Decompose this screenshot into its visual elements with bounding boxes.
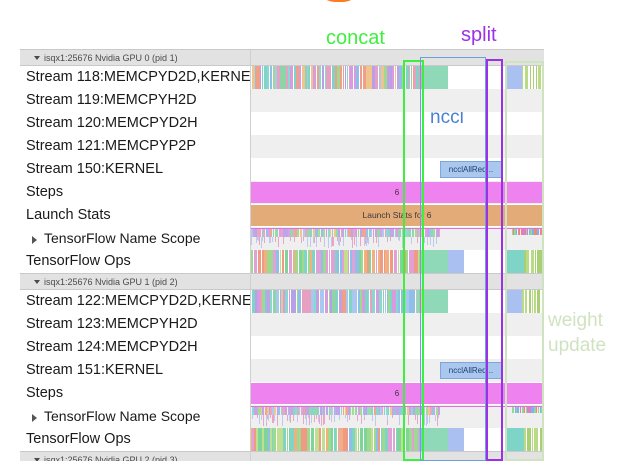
trace-row-track[interactable] [250,313,544,336]
collapse-triangle-icon[interactable] [34,458,40,461]
trace-row-label-text: Stream 122:MEMCPYD2D,KERNEL,MI [26,293,250,309]
trace-row-label: Stream 118:MEMCPYD2D,KERNEL,ME [20,66,250,89]
launch-stats-bar[interactable]: Launch Stats for 6 [250,205,544,226]
annotation-label-concat: concat [326,27,385,49]
collapse-triangle-icon[interactable] [34,56,40,60]
trace-row-label[interactable]: TensorFlow Name Scope [20,227,250,250]
trace-row-label: Stream 121:MEMCPYP2P [20,135,250,158]
expand-triangle-icon[interactable] [32,236,37,244]
trace-row-track[interactable]: Launch Stats for 6 [250,204,544,227]
trace-row-label: Stream 120:MEMCPYD2H [20,112,250,135]
trace-row-track[interactable]: 6 [250,181,544,204]
trace-row-label-text: Stream 120:MEMCPYD2H [26,115,198,131]
expand-triangle-icon[interactable] [32,414,37,422]
steps-bar[interactable]: 6 [250,383,544,404]
section-header-gpu2[interactable]: isqx1:25676 Nvidia GPU 2 (pid 3) [20,451,544,461]
section-header-label: isqx1:25676 Nvidia GPU 0 (pid 1) [44,53,178,63]
annotation-label-weight-update: weight update [548,308,606,358]
trace-row[interactable]: TensorFlow Name Scope [20,227,544,250]
trace-row-label-text: TensorFlow Name Scope [44,230,201,246]
trace-row-label: Stream 122:MEMCPYD2D,KERNEL,MI [20,290,250,313]
trace-row[interactable]: Stream 119:MEMCPYH2D [20,89,544,112]
trace-row-label: Stream 124:MEMCPYD2H [20,336,250,359]
collapse-triangle-icon[interactable] [34,280,40,284]
trace-row-label: Steps [20,181,250,204]
trace-row-track[interactable] [250,66,544,89]
trace-row[interactable]: Steps 6 [20,382,544,405]
orange-clipped-annotation [322,0,356,2]
trace-row[interactable]: Stream 118:MEMCPYD2D,KERNEL,ME [20,66,544,89]
trace-row[interactable]: TensorFlow Ops [20,250,544,273]
trace-row[interactable]: Stream 120:MEMCPYD2H [20,112,544,135]
trace-row-label-text: Stream 118:MEMCPYD2D,KERNEL,ME [26,69,250,85]
annotation-label-weight-line2: update [548,335,607,356]
trace-row-track[interactable] [250,227,544,250]
trace-row-label-text: TensorFlow Ops [26,253,131,269]
trace-row-track[interactable]: ncclAllRed... [250,359,544,382]
trace-row-label: Stream 119:MEMCPYH2D [20,89,250,112]
trace-row-track[interactable]: ncclAllRed... [250,158,544,181]
section-header-gpu0[interactable]: isqx1:25676 Nvidia GPU 0 (pid 1) [20,49,544,66]
trace-row[interactable]: Stream 150:KERNEL ncclAllRed... [20,158,544,181]
trace-row-label: Steps [20,382,250,405]
annotation-label-weight-line1: weight [548,310,603,331]
trace-row-label: TensorFlow Ops [20,428,250,451]
trace-row-track[interactable] [250,89,544,112]
steps-bar[interactable]: 6 [250,182,544,203]
trace-row-track[interactable] [250,405,544,428]
trace-row-track[interactable] [250,290,544,313]
trace-row-label-text: TensorFlow Name Scope [44,408,201,424]
trace-row-track[interactable] [250,112,544,135]
trace-row-label: TensorFlow Ops [20,250,250,273]
nccl-allreduce-bar[interactable]: ncclAllRed... [440,161,502,178]
trace-row-label-text: Launch Stats [26,207,111,223]
trace-row-label-text: Stream 150:KERNEL [26,161,164,177]
trace-row-track[interactable]: 6 [250,382,544,405]
annotation-label-nccl: nccl [430,107,464,128]
section-header-label: isqx1:25676 Nvidia GPU 1 (pid 2) [44,277,178,287]
trace-row[interactable]: Stream 122:MEMCPYD2D,KERNEL,MI [20,290,544,313]
trace-row-track[interactable] [250,135,544,158]
trace-row[interactable]: Stream 123:MEMCPYH2D [20,313,544,336]
trace-row-track[interactable] [250,250,544,273]
trace-row-label: Stream 150:KERNEL [20,158,250,181]
trace-row-label: Stream 123:MEMCPYH2D [20,313,250,336]
trace-viewer[interactable]: isqx1:25676 Nvidia GPU 0 (pid 1) Stream 1… [20,49,544,461]
trace-row[interactable]: Stream 151:KERNEL ncclAllRed... [20,359,544,382]
trace-row-label-text: TensorFlow Ops [26,431,131,447]
trace-row-label-text: Steps [26,385,64,401]
trace-row-label[interactable]: TensorFlow Name Scope [20,405,250,428]
trace-rows-container[interactable]: isqx1:25676 Nvidia GPU 0 (pid 1) Stream 1… [20,49,544,461]
annotation-label-split: split [461,24,497,46]
trace-row-track[interactable] [250,428,544,451]
trace-row[interactable]: Launch Stats Launch Stats for 6 [20,204,544,227]
trace-row[interactable]: Steps 6 [20,181,544,204]
track-gutter-divider [250,49,251,461]
trace-row-label-text: Stream 151:KERNEL [26,362,164,378]
trace-row[interactable]: Stream 121:MEMCPYP2P [20,135,544,158]
section-header-label: isqx1:25676 Nvidia GPU 2 (pid 3) [44,455,178,461]
nccl-allreduce-bar[interactable]: ncclAllRed... [440,362,502,379]
trace-row-label-text: Stream 119:MEMCPYH2D [26,92,197,108]
trace-row-label-text: Steps [26,184,64,200]
trace-row-label-text: Stream 124:MEMCPYD2H [26,339,198,355]
trace-row[interactable]: TensorFlow Ops [20,428,544,451]
trace-row[interactable]: Stream 124:MEMCPYD2H [20,336,544,359]
trace-row[interactable]: TensorFlow Name Scope [20,405,544,428]
section-header-gpu1[interactable]: isqx1:25676 Nvidia GPU 1 (pid 2) [20,273,544,290]
trace-row-track[interactable] [250,336,544,359]
trace-row-label: Stream 151:KERNEL [20,359,250,382]
trace-row-label: Launch Stats [20,204,250,227]
trace-row-label-text: Stream 121:MEMCPYP2P [26,138,197,154]
trace-row-label-text: Stream 123:MEMCPYH2D [26,316,198,332]
